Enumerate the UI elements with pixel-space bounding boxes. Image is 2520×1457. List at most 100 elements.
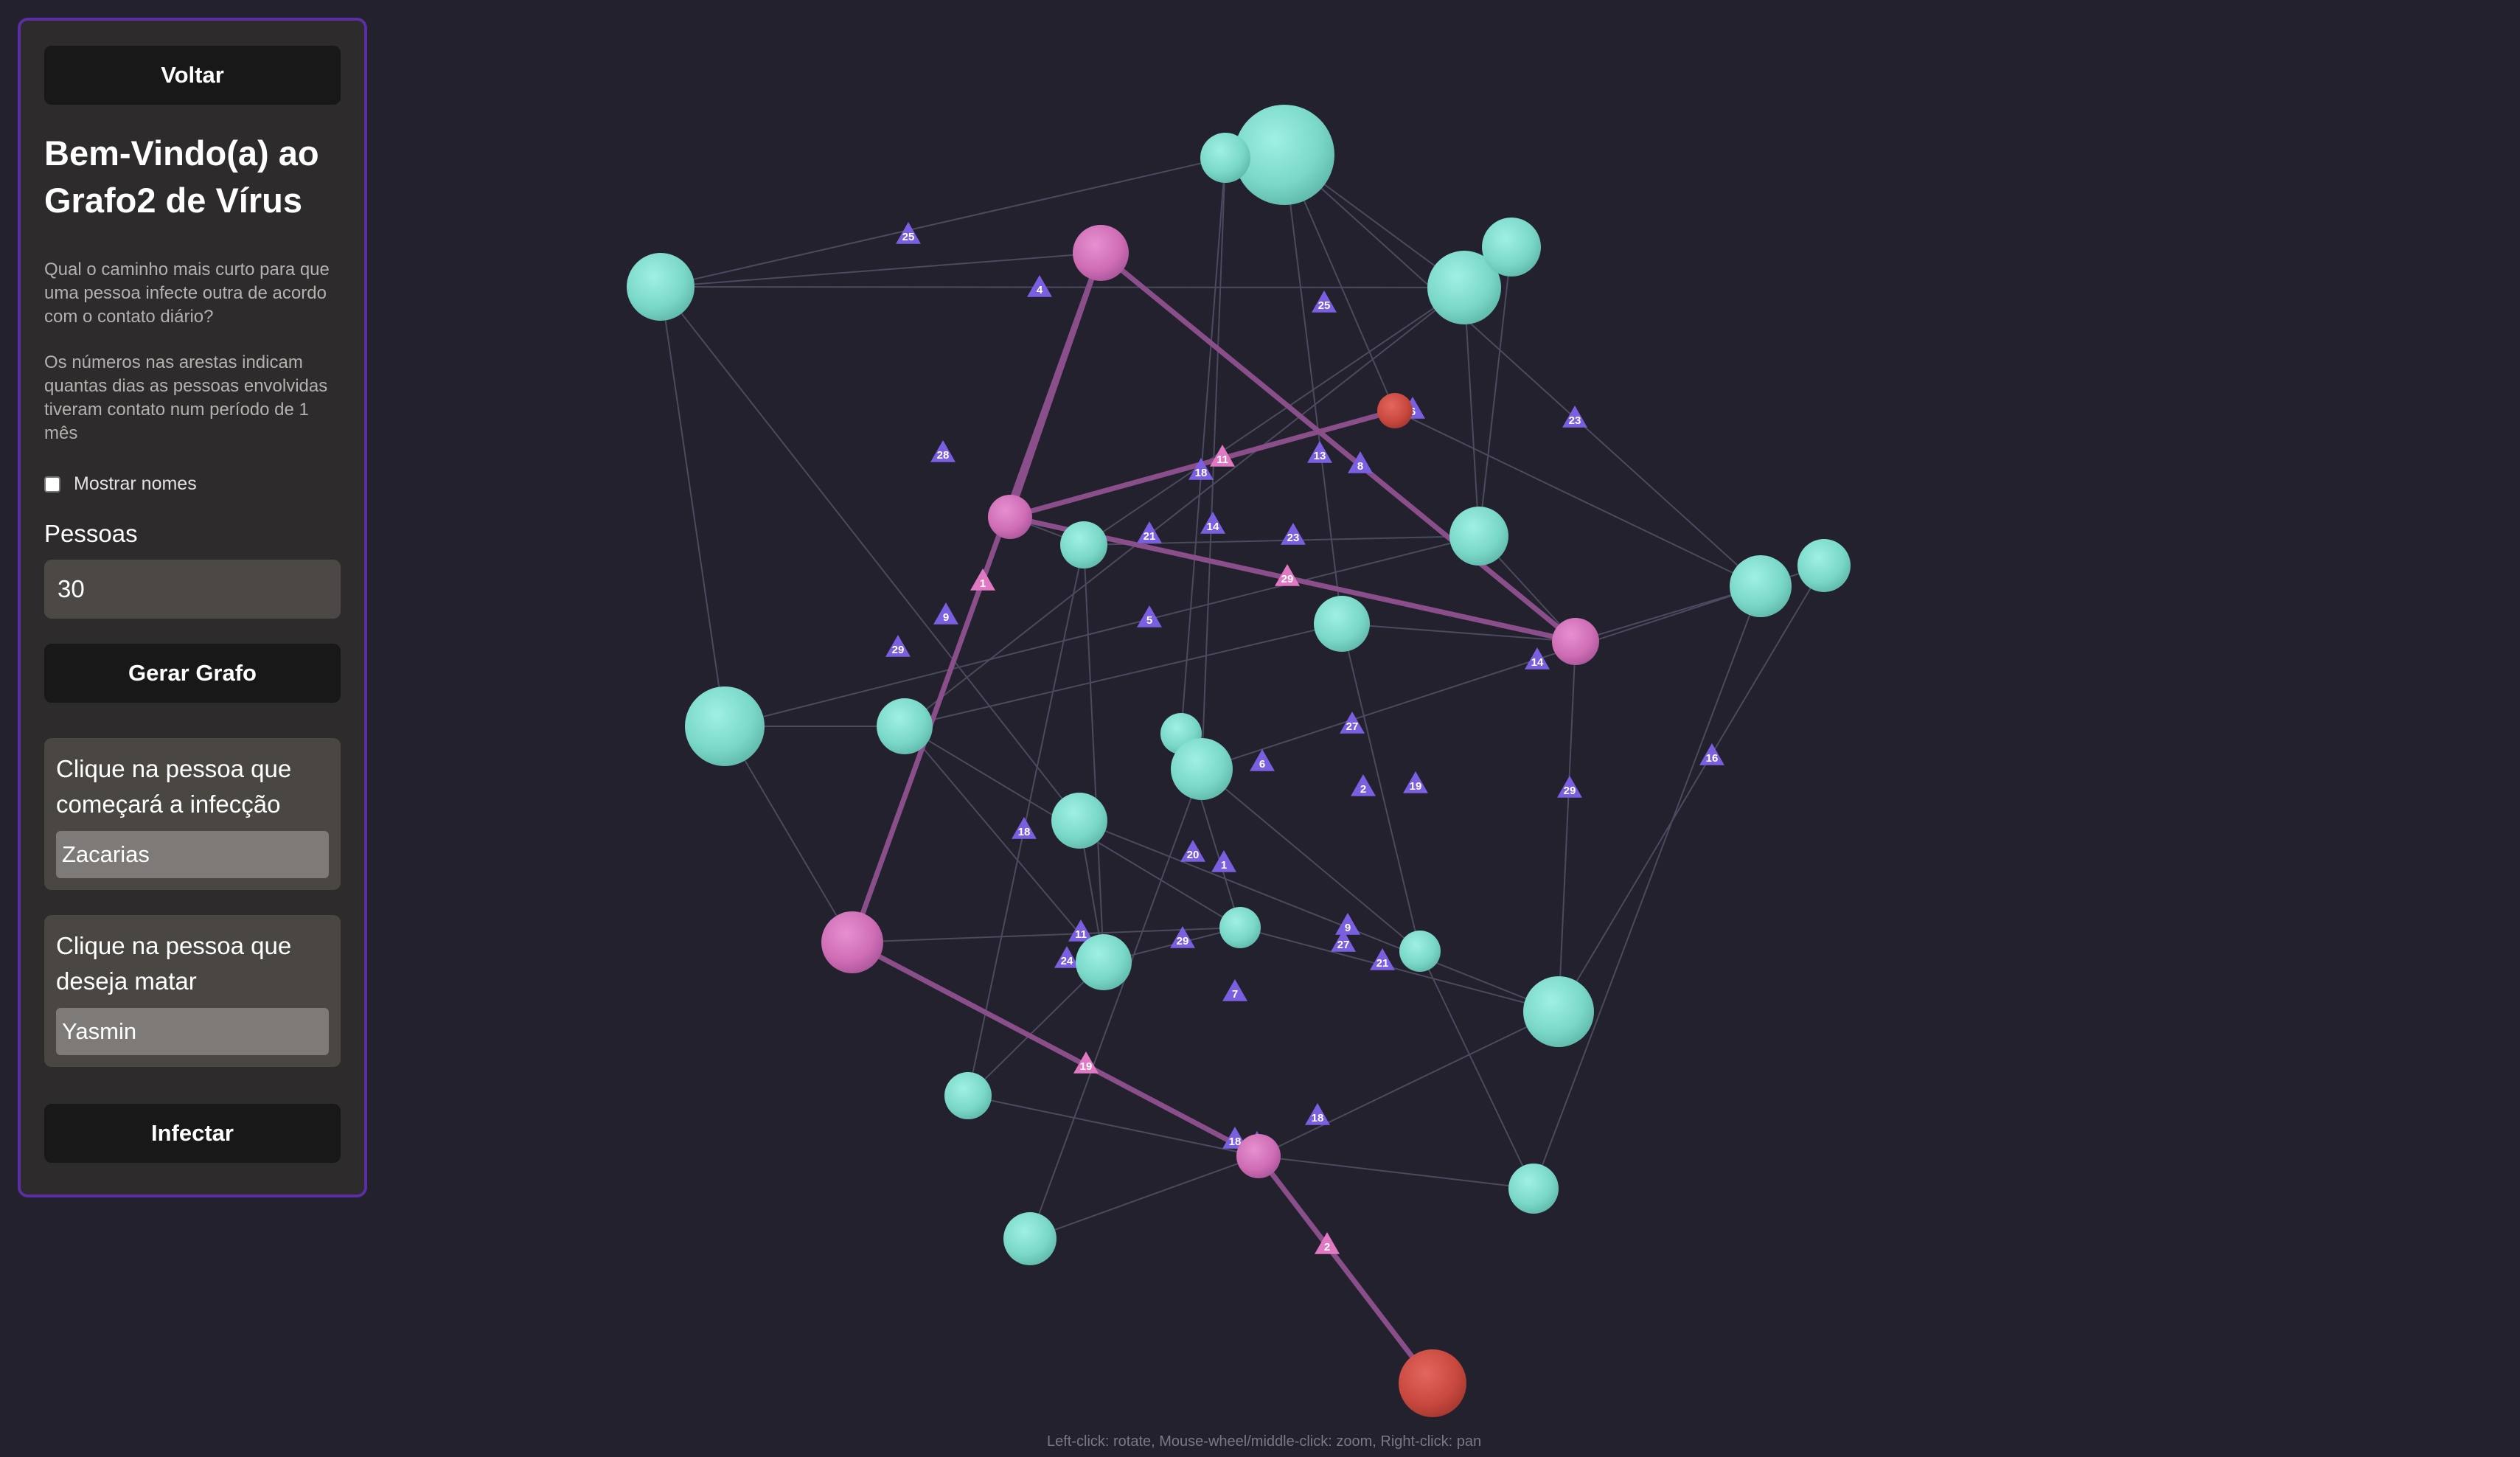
path-person-node[interactable] [1236,1134,1281,1178]
graph-edge [904,726,1104,963]
target-person-field[interactable]: Yasmin [56,1008,329,1055]
edge-weight-label: 18 [1188,458,1214,480]
edge-weight-text: 19 [1080,1060,1093,1073]
person-node[interactable] [877,698,933,754]
generate-graph-button[interactable]: Gerar Grafo [44,644,341,703]
person-node[interactable] [1314,596,1370,652]
edge-weight-marker [970,568,995,591]
edge-weight-marker [885,635,911,657]
person-node[interactable] [1449,507,1508,566]
edge-weight-text: 7 [1232,988,1238,1001]
graph-edge [724,535,1480,727]
edge-weight-text: 21 [1144,530,1156,543]
show-names-row[interactable]: Mostrar nomes [44,473,341,495]
edge-weight-marker [1340,712,1365,734]
path-person-node[interactable] [988,495,1032,539]
edge-weight-text: 16 [1706,752,1719,765]
edge-weight-label: 9 [1335,913,1360,935]
edge-weight-text: 6 [1259,758,1265,771]
infect-button[interactable]: Infectar [44,1104,341,1163]
graph-edge [852,927,1241,943]
person-node[interactable] [1797,539,1851,592]
graph-edge [967,962,1104,1096]
edge-weight-label: 28 [930,440,956,462]
people-input[interactable]: 30 [44,560,341,619]
person-node[interactable] [685,686,765,766]
edge-weight-label: 25 [1312,291,1337,313]
person-node[interactable] [1508,1164,1559,1214]
graph-edge [1258,1011,1559,1157]
edge-weight-label: 29 [1275,564,1300,586]
target-person-prompt: Clique na pessoa que deseja matar [56,932,292,995]
edge-weight-label: 9 [933,602,958,625]
person-node[interactable] [1482,218,1541,277]
edge-weight-marker [1331,930,1356,952]
edge-weight-label: 2 [1315,1232,1340,1254]
page-title: Bem-Vindo(a) ao Grafo2 de Vírus [44,133,319,220]
edge-weight-label: 11 [1210,445,1235,467]
person-node[interactable] [1523,976,1594,1047]
person-node[interactable] [1003,1212,1057,1265]
graph-edge [660,252,1101,288]
control-panel: Voltar Bem-Vindo(a) ao Grafo2 de Vírus Q… [18,18,367,1197]
edge-weight-text: 29 [892,644,905,656]
graph-edge [967,1095,1259,1157]
edge-weight-marker [1200,512,1225,534]
person-node[interactable] [1200,133,1250,183]
controls-hint: Left-click: rotate, Mouse-wheel/middle-c… [1047,1433,1482,1450]
person-node[interactable] [1051,793,1107,849]
edge-weight-text: 1 [1221,859,1227,872]
graph-edge [1341,623,1576,642]
endpoint-person-node[interactable] [1377,393,1413,428]
person-node[interactable] [1060,521,1107,568]
person-node[interactable] [1730,555,1792,617]
edge-weight-label: 1 [1211,850,1236,872]
edge-weight-text: 9 [943,611,949,624]
path-person-node[interactable] [1073,225,1129,281]
graph-edge [660,286,725,727]
edge-weight-text: 28 [937,449,950,462]
edge-weight-label: 11 [1068,919,1093,942]
person-node[interactable] [1427,251,1501,324]
endpoint-person-node[interactable] [1399,1349,1466,1417]
edge-weight-text: 23 [1569,414,1581,427]
edge-weight-marker [1211,850,1236,872]
person-node[interactable] [1234,105,1334,205]
show-names-checkbox[interactable] [44,476,60,493]
edge-weight-label: 27 [1340,712,1365,734]
person-node[interactable] [1399,931,1441,972]
start-person-field[interactable]: Zacarias [56,831,329,878]
path-person-node[interactable] [821,911,883,973]
edge-weight-label: 27 [1331,930,1356,952]
path-person-node[interactable] [1552,618,1599,665]
edge-weight-label: 16 [1699,743,1724,765]
edge-weight-label: 24 [1054,946,1079,968]
person-node[interactable] [1076,934,1132,990]
graph-edge [1201,565,1825,770]
edge-weight-label: 19 [1403,771,1428,793]
edge-weight-marker [1370,948,1395,970]
edge-weight-label: 23 [1281,523,1306,545]
edge-weight-text: 19 [1410,780,1422,793]
person-node[interactable] [1171,738,1233,800]
back-button[interactable]: Voltar [44,46,341,105]
graph-edge [1558,641,1576,1012]
graph-edge [1201,768,1421,952]
edge-weight-text: 20 [1187,849,1200,861]
person-node[interactable] [944,1072,992,1119]
edge-weight-label: 2 [1351,774,1376,796]
graph-edge [1029,768,1202,1239]
people-label: Pessoas [44,520,138,547]
edge-weight-label: 8 [1348,451,1373,473]
edge-weight-marker [1210,445,1235,467]
edge-weight-label: 4 [1027,275,1052,297]
edge-weight-marker [1557,776,1582,798]
edge-weight-marker [1351,774,1376,796]
edge-weight-label: 21 [1370,948,1395,970]
person-node[interactable] [1219,907,1261,948]
person-node[interactable] [627,253,695,321]
edge-weight-text: 14 [1207,521,1219,533]
edge-weight-text: 8 [1357,460,1363,473]
